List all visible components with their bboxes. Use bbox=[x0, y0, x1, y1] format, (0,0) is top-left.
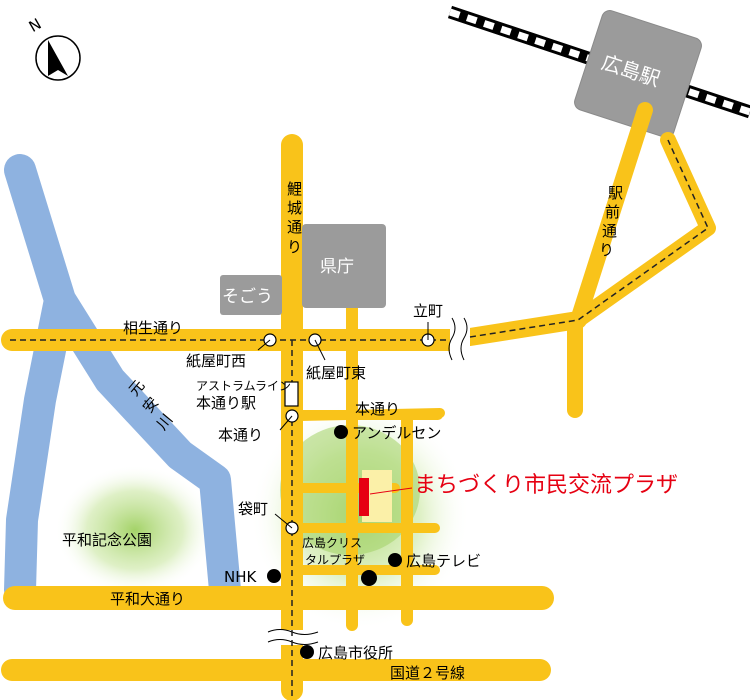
hondori-station-label: 本通り駅 bbox=[196, 394, 256, 412]
rijo-dori-label: 鯉 城 通 り bbox=[287, 180, 302, 256]
motoyasu-river bbox=[4, 154, 241, 606]
peace-park-area bbox=[55, 465, 215, 595]
hiroshima-tv-label: 広島テレビ bbox=[406, 552, 481, 570]
svg-text:り: り bbox=[287, 238, 302, 256]
astram-line-label: アストラムライン bbox=[196, 379, 291, 393]
compass: N bbox=[26, 15, 81, 81]
road-breaks bbox=[267, 317, 470, 645]
hiroshima-tv-dot bbox=[388, 553, 402, 567]
svg-text:り: り bbox=[599, 241, 614, 259]
svg-text:前: 前 bbox=[605, 203, 620, 221]
nhk-label: NHK bbox=[224, 568, 258, 586]
crystal-plaza-dot bbox=[361, 570, 377, 586]
andersen-dot bbox=[334, 425, 348, 439]
crystal-plaza-label-1: 広島クリス bbox=[302, 535, 362, 550]
svg-text:通: 通 bbox=[287, 218, 302, 236]
landmark-dots bbox=[267, 425, 402, 659]
nhk-dot bbox=[267, 569, 281, 583]
sogo-label: そごう bbox=[222, 287, 273, 307]
peace-park-label: 平和記念公園 bbox=[62, 531, 152, 549]
tatemachi-label: 立町 bbox=[413, 302, 443, 320]
heiwa-odori-label: 平和大通り bbox=[110, 590, 185, 608]
leader-lines bbox=[257, 322, 429, 529]
hondori-station-box bbox=[284, 381, 299, 407]
ekimae-dori-label: 駅 前 通 り bbox=[599, 184, 623, 259]
aioi-dori-label: 相生通り bbox=[123, 319, 183, 337]
compass-letter: N bbox=[26, 15, 45, 36]
kokudo2-label: 国道２号線 bbox=[390, 664, 465, 682]
svg-text:駅: 駅 bbox=[608, 184, 623, 202]
hondori-road-label: 本通り bbox=[355, 400, 400, 418]
kencho-building[interactable]: 県庁 bbox=[302, 224, 386, 308]
streetcar-lines bbox=[10, 139, 709, 698]
hondori-stop-label: 本通り bbox=[218, 426, 263, 444]
kencho-label: 県庁 bbox=[320, 257, 354, 277]
svg-text:城: 城 bbox=[287, 199, 302, 217]
city-hall-label: 広島市役所 bbox=[318, 644, 393, 662]
kamiyacho-higashi-label: 紙屋町東 bbox=[306, 364, 366, 382]
andersen-label: アンデルセン bbox=[352, 424, 441, 442]
hiroshima-station[interactable]: 広島駅 bbox=[572, 8, 703, 139]
svg-text:通: 通 bbox=[602, 222, 617, 240]
svg-text:鯉: 鯉 bbox=[287, 180, 302, 198]
destination-label: まちづくり市民交流プラザ bbox=[414, 473, 678, 498]
destination-marker[interactable]: まちづくり市民交流プラザ bbox=[359, 470, 678, 522]
kamiyacho-nishi-label: 紙屋町西 bbox=[186, 352, 246, 370]
city-hall-dot bbox=[300, 645, 314, 659]
sogo-building[interactable]: そごう bbox=[220, 275, 282, 315]
crystal-plaza-label-2: タルプラザ bbox=[305, 553, 365, 567]
fukuromachi-label: 袋町 bbox=[238, 500, 268, 518]
